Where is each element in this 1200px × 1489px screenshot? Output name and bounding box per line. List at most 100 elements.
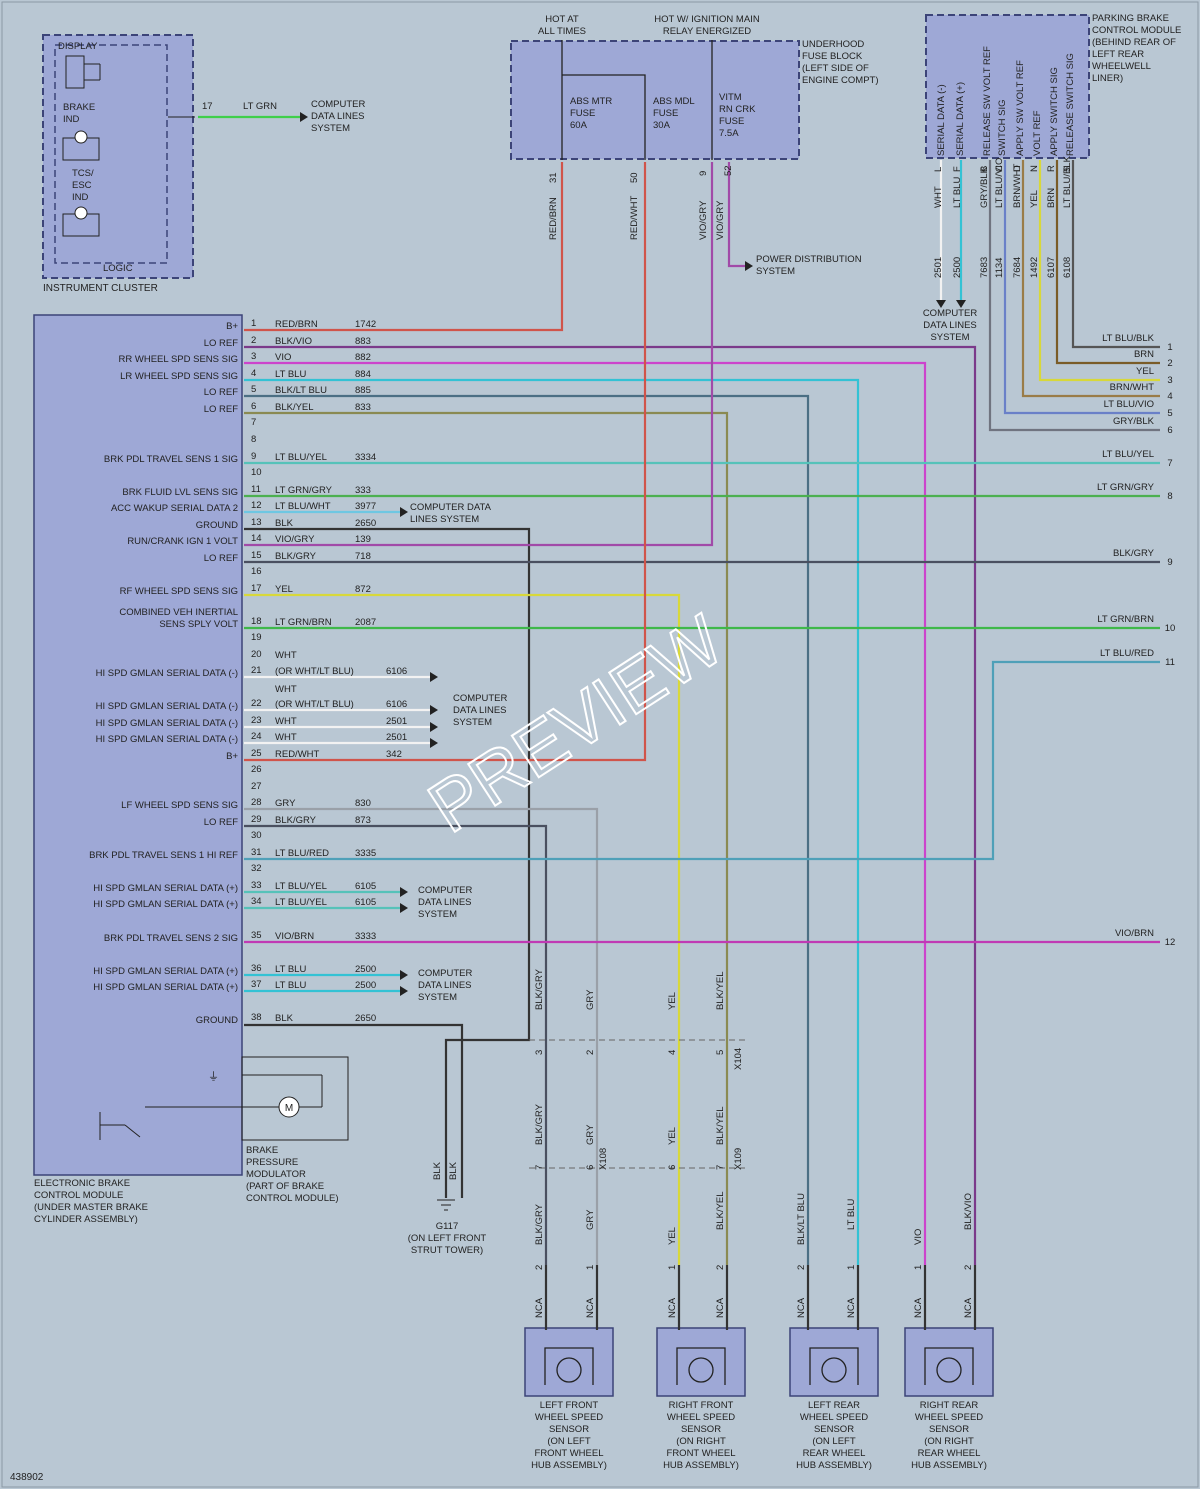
- pb-wire-2: GRY/BLK: [979, 166, 990, 208]
- ebcm-fn-12: ACC WAKUP SERIAL DATA 2: [111, 503, 238, 514]
- sensor-wire-a-0: BLK/GRY: [534, 1203, 545, 1245]
- pb-pin-1: F: [952, 166, 963, 172]
- edge-num-11: 11: [1165, 657, 1175, 668]
- power-dist-arrow: [745, 261, 753, 271]
- ebcm-wire-6: BLK/YEL: [275, 402, 314, 413]
- ebcm-pin-7: 7: [251, 417, 256, 428]
- wire-pb-edge-0: [1071, 160, 1160, 349]
- pb-pin-6: R: [1046, 165, 1057, 172]
- ebcm-pin-11: 11: [251, 484, 261, 495]
- fuse-pin-52: 52: [723, 165, 734, 176]
- fuse-wire-red-brn: RED/BRN: [548, 197, 559, 240]
- svg-text:⏚: ⏚: [208, 1070, 219, 1083]
- ebcm-circuit-38: 2650: [355, 1013, 376, 1024]
- pb-pin-0: L: [933, 167, 944, 172]
- mid-pin-b-0: 6: [585, 1165, 596, 1170]
- fuse-pin-50: 50: [629, 172, 640, 183]
- pb-wire-4: BRN/WHT: [1012, 163, 1023, 208]
- ebcm-pin-30: 30: [251, 830, 262, 841]
- cluster-arrow: [300, 112, 308, 122]
- edge-num-10: 10: [1165, 623, 1176, 634]
- ebcm-pin-12: 12: [251, 500, 262, 511]
- ebcm-circuit-24: 2501: [386, 732, 407, 743]
- ebcm-wire-34: LT BLU/YEL: [275, 897, 327, 908]
- sensor-wire-b-2: LT BLU: [846, 1199, 857, 1230]
- mid-pin-b-1: 7: [715, 1165, 726, 1170]
- pb-fn-3: SWITCH SIG: [997, 100, 1008, 156]
- ground-wire-1: BLK: [432, 1161, 443, 1180]
- ebcm-pin-13: 13: [251, 517, 262, 528]
- ebcm-wire-1: RED/BRN: [275, 319, 318, 330]
- ebcm-wire-13: BLK: [275, 518, 294, 529]
- ebcm-pin-9: 9: [251, 451, 256, 462]
- ebcm-circuit-33: 6105: [355, 881, 376, 892]
- pb-wire-1: LT BLU: [952, 177, 963, 208]
- edge-wire-1: LT BLU/BLK: [1102, 333, 1155, 344]
- cluster-pin-17: 17: [202, 101, 213, 112]
- edge-num-4: 4: [1167, 391, 1172, 402]
- ebcm-wire-22: (OR WHT/LT BLU): [275, 699, 354, 710]
- edge-wire-8: LT GRN/GRY: [1097, 482, 1155, 493]
- pb-fn-2: RELEASE SW VOLT REF: [982, 46, 993, 156]
- ebcm-fn-25: B+: [226, 751, 238, 762]
- ebcm-circuit-35: 3333: [355, 931, 376, 942]
- ground-wire-2: BLK: [448, 1161, 459, 1180]
- ebcm-pin-1: 1: [251, 318, 256, 329]
- ebcm-pin-18: 18: [251, 616, 262, 627]
- ebcm-pin-21: 21: [251, 665, 262, 676]
- ebcm-circuit-2: 883: [355, 336, 371, 347]
- ebcm-circuit-15: 718: [355, 551, 371, 562]
- pb-wire-3: LT BLU/VIO: [994, 158, 1005, 208]
- pb-circuit-5: 1492: [1029, 257, 1040, 278]
- edge-num-6: 6: [1167, 425, 1172, 436]
- ebcm-pin-35: 35: [251, 930, 262, 941]
- ebcm-fn-13: GROUND: [196, 520, 238, 531]
- pb-pin-5: N: [1029, 165, 1040, 172]
- ebcm-circuit-4: 884: [355, 369, 371, 380]
- sensor-pin-b-2: 1: [846, 1265, 857, 1270]
- ebcm-wire-38: BLK: [275, 1013, 294, 1024]
- fuse-wire-red-wht: RED/WHT: [629, 195, 640, 240]
- arrow-gmlan-neg-2: [430, 722, 438, 732]
- ebcm-pin-32: 32: [251, 863, 262, 874]
- arrow-gmlan-pos-0: [400, 887, 408, 897]
- pb-fn-7: RELEASE SWITCH SIG: [1065, 53, 1076, 156]
- wire-layer: [198, 40, 1160, 1330]
- ebcm-pin-24: 24: [251, 731, 262, 742]
- ebcm-pin-6: 6: [251, 401, 256, 412]
- ebcm-fn-35: BRK PDL TRAVEL SENS 2 SIG: [104, 933, 238, 944]
- sensor-wire-b-0: GRY: [585, 1209, 596, 1230]
- ebcm-circuit-36: 2500: [355, 964, 376, 975]
- ebcm-circuit-31: 3335: [355, 848, 376, 859]
- ebcm-circuit-1: 1742: [355, 319, 376, 330]
- ebcm-fn-36: HI SPD GMLAN SERIAL DATA (+): [93, 966, 238, 977]
- x104-wire-a-1: YEL: [667, 992, 678, 1010]
- ebcm-wire-11: LT GRN/GRY: [275, 485, 333, 496]
- ebcm-circuit-14: 139: [355, 534, 371, 545]
- ebcm-pin-3: 3: [251, 351, 256, 362]
- instrument-cluster: [42, 34, 195, 279]
- ebcm-pin-17: 17: [251, 583, 262, 594]
- ebcm-circuit-21: 6106: [386, 666, 407, 677]
- ebcm-circuit-3: 882: [355, 352, 371, 363]
- pb-arrow-lt-blu: [956, 300, 966, 308]
- ebcm-fn-15: LO REF: [204, 553, 239, 564]
- x104-label: X104: [733, 1048, 744, 1070]
- ebcm-pin-23: 23: [251, 715, 262, 726]
- ebcm-pin-10: 10: [251, 467, 262, 478]
- ebcm-fn-9: BRK PDL TRAVEL SENS 1 SIG: [104, 454, 238, 465]
- wire-14-vio-gry: [244, 162, 714, 547]
- ebcm-pin-31: 31: [251, 847, 262, 858]
- pb-fn-0: SERIAL DATA (-): [936, 84, 947, 156]
- ebcm-fn-2: LO REF: [204, 338, 239, 349]
